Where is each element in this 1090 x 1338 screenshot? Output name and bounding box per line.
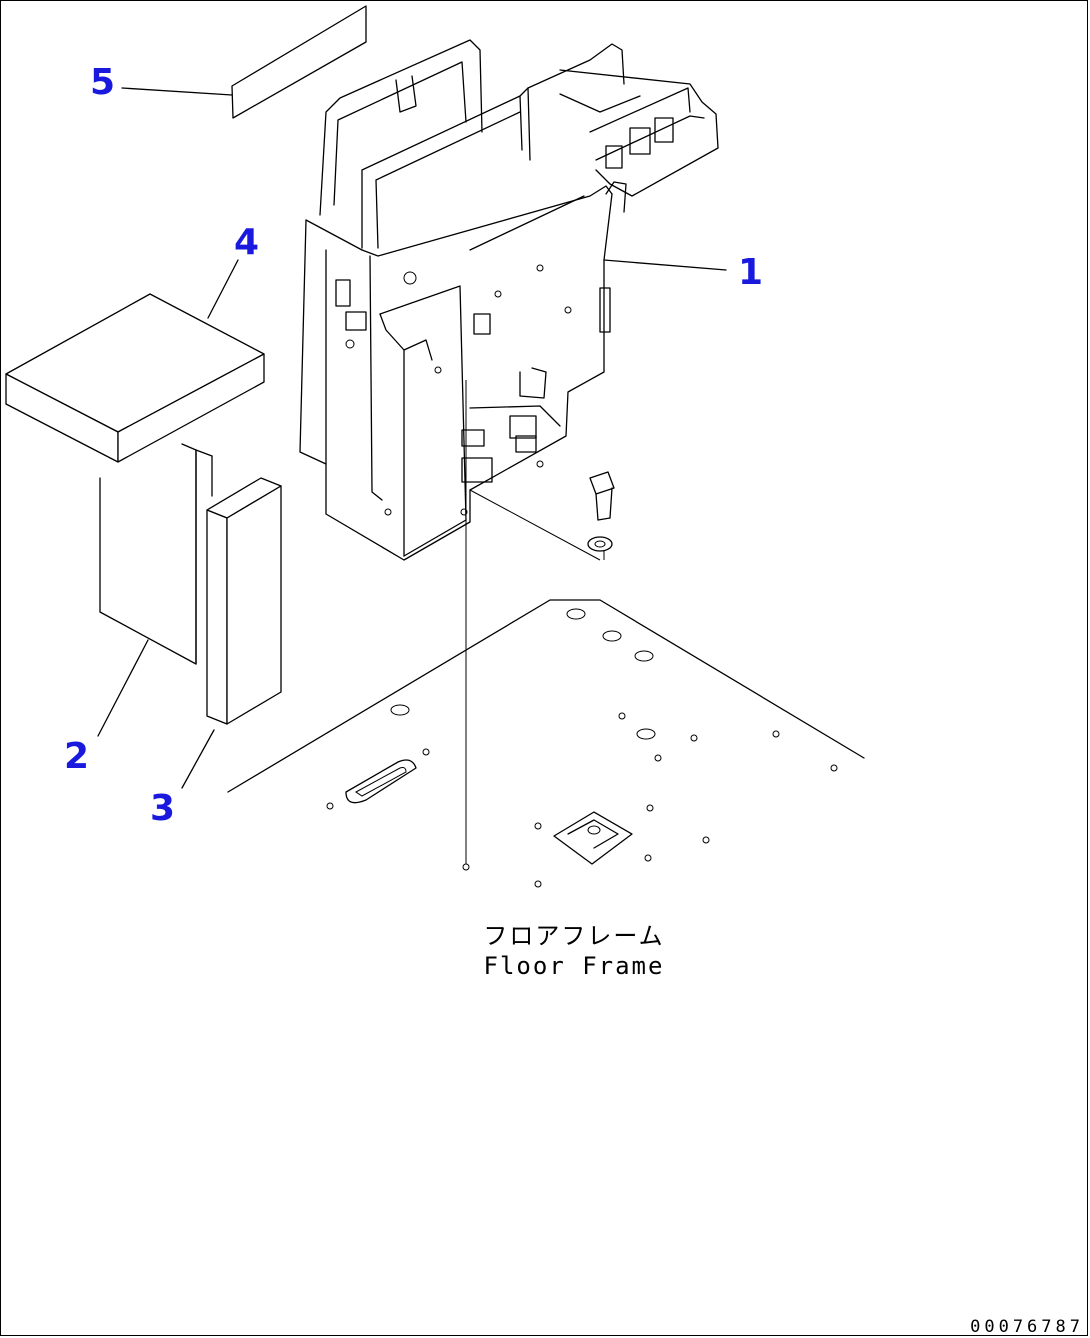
part-3-block — [181, 477, 282, 789]
callout-5: 5 — [90, 62, 115, 103]
caption-japanese: フロアフレーム — [483, 922, 664, 950]
part-1-console-housing — [299, 39, 727, 561]
part-2-side-panel — [97, 443, 213, 737]
callout-4: 4 — [234, 222, 259, 263]
callout-1: 1 — [738, 252, 763, 293]
drawing-number: 00076787 — [970, 1317, 1084, 1337]
callout-2: 2 — [64, 736, 89, 777]
floor-frame-plate — [227, 599, 865, 888]
part-5-label-plate — [121, 5, 367, 119]
bolt-and-washer — [587, 471, 615, 552]
alignment-lines — [462, 380, 605, 871]
callout-3: 3 — [150, 788, 175, 829]
caption-english: Floor Frame — [484, 952, 665, 980]
part-4-top-pad — [5, 259, 265, 463]
